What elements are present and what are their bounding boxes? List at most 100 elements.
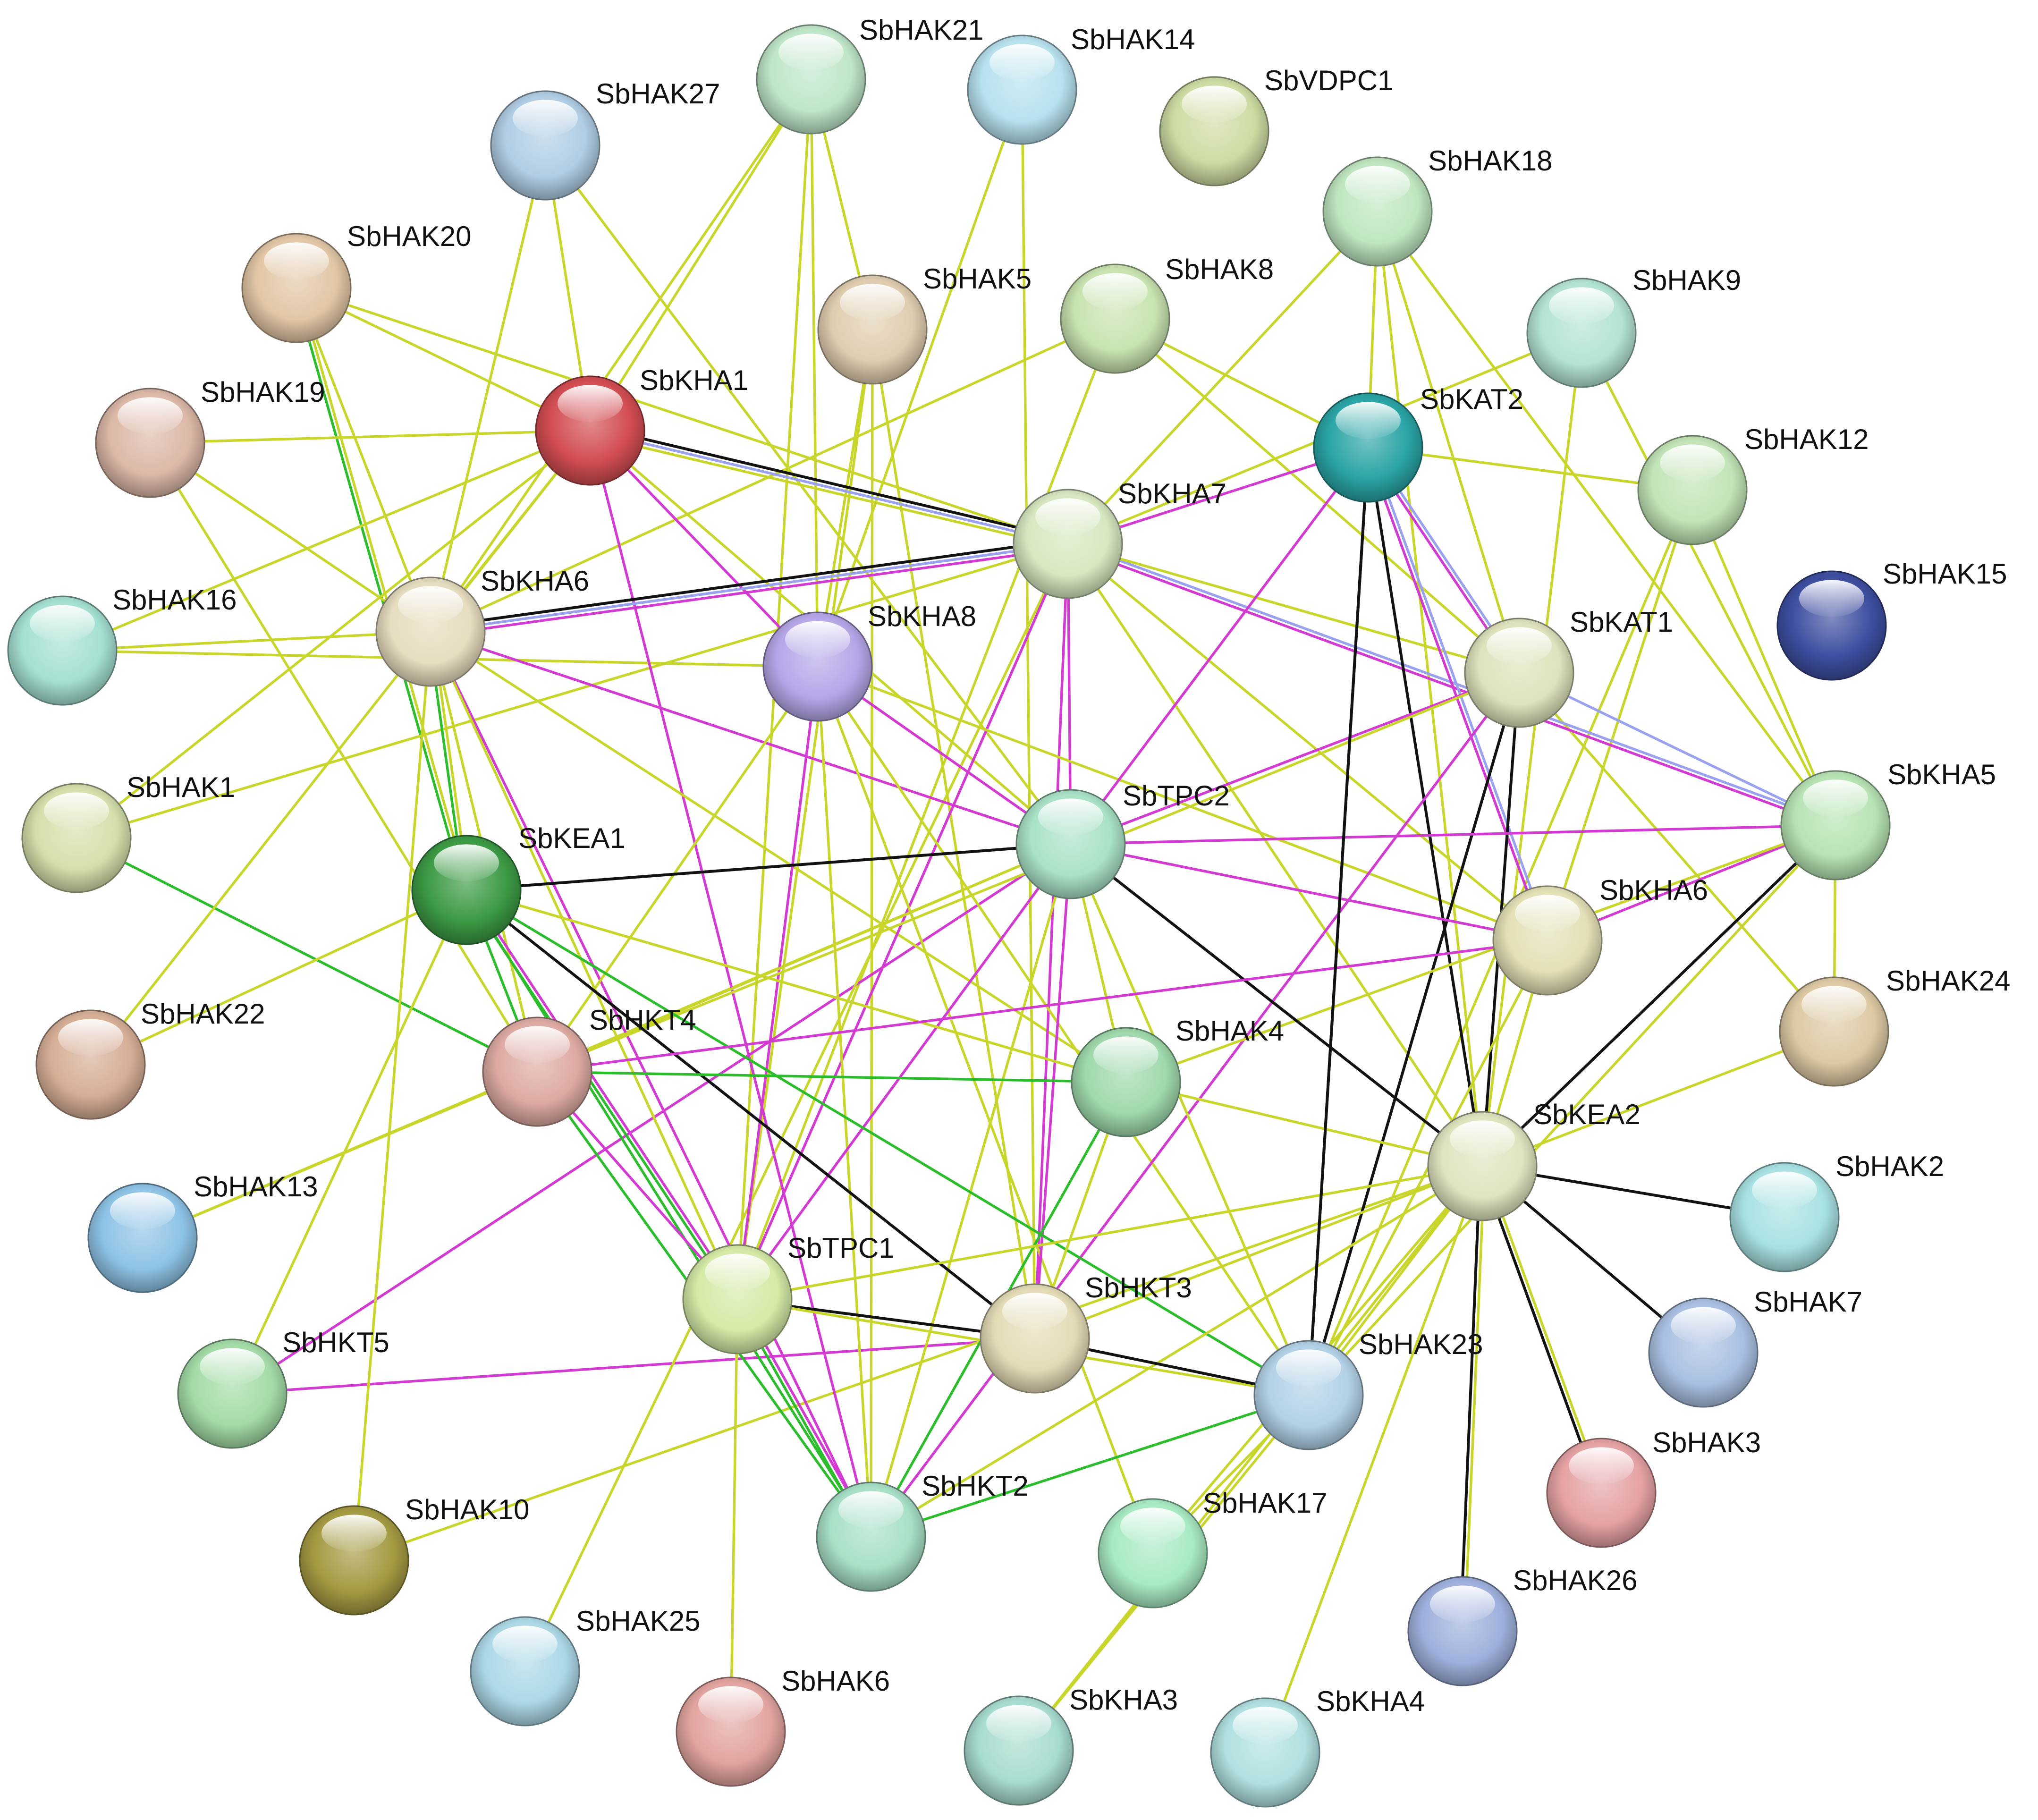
node-SbKHA7[interactable]: SbKHA7 bbox=[1013, 478, 1226, 599]
node-label: SbHKT5 bbox=[282, 1327, 389, 1358]
node-SbHKT3[interactable]: SbHKT3 bbox=[980, 1272, 1192, 1394]
edge-SbKAT1-SbHKT2-experiments bbox=[870, 672, 1521, 1538]
node-highlight bbox=[1233, 1707, 1298, 1744]
edge-SbTPC2-SbHKT3-experiments bbox=[1033, 844, 1072, 1339]
node-SbHAK15[interactable]: SbHAK15 bbox=[1776, 558, 2007, 681]
node-label: SbKHA1 bbox=[640, 364, 748, 396]
edge-SbKHA4-SbKEA2-textmining bbox=[1264, 1166, 1484, 1753]
node-SbHAK10[interactable]: SbHAK10 bbox=[299, 1494, 530, 1616]
edge-SbKHA6-SbHKT2-experiments bbox=[429, 631, 872, 1538]
node-SbHAK27[interactable]: SbHAK27 bbox=[490, 78, 720, 201]
node-SbTPC2[interactable]: SbTPC2 bbox=[1015, 780, 1230, 899]
edge-SbKEA2-SbHKT2-textmining bbox=[870, 1165, 1483, 1538]
node-SbHAK26[interactable]: SbHAK26 bbox=[1407, 1565, 1638, 1686]
node-highlight bbox=[778, 34, 844, 71]
node-SbHKT4[interactable]: SbHKT4 bbox=[482, 1004, 696, 1127]
node-SbHAK8[interactable]: SbHAK8 bbox=[1060, 254, 1274, 374]
node-SbKHA8[interactable]: SbKHA8 bbox=[762, 601, 976, 722]
edge-SbKHA6-SbTPC1-textmining bbox=[429, 631, 739, 1300]
edge-SbTPC2-SbHAK23-textmining bbox=[1069, 843, 1310, 1396]
node-SbHAK4[interactable]: SbHAK4 bbox=[1071, 1015, 1284, 1137]
node-SbKEA1[interactable]: SbKEA1 bbox=[411, 822, 626, 945]
node-SbHAK12[interactable]: SbHAK12 bbox=[1637, 423, 1869, 545]
edge-SbHAK3-SbKEA2-textmining bbox=[1483, 1165, 1605, 1493]
node-SbHAK23[interactable]: SbHAK23 bbox=[1253, 1329, 1483, 1450]
node-SbHAK21[interactable]: SbHAK21 bbox=[756, 14, 984, 135]
node-highlight bbox=[492, 1625, 558, 1663]
node-SbHAK7[interactable]: SbHAK7 bbox=[1648, 1286, 1862, 1408]
node-SbHAK19[interactable]: SbHAK19 bbox=[95, 376, 325, 498]
node-SbKHA6[interactable]: SbKHA6 bbox=[375, 565, 589, 687]
node-SbKHA5[interactable]: SbKHA5 bbox=[1780, 759, 1996, 880]
node-SbKHA1[interactable]: SbKHA1 bbox=[535, 364, 748, 486]
node-label: SbHAK18 bbox=[1428, 145, 1553, 177]
edge-SbHAK21-SbKHA1-textmining bbox=[589, 78, 812, 432]
edge-SbKAT2-SbKHA6b-experiments bbox=[1365, 448, 1547, 942]
node-SbHAK3[interactable]: SbHAK3 bbox=[1546, 1427, 1761, 1548]
edge-SbHAK19-SbHKT4-textmining bbox=[149, 442, 539, 1073]
edge-SbTPC2-SbHKT2-textmining bbox=[870, 844, 1072, 1537]
node-SbHKT2[interactable]: SbHKT2 bbox=[816, 1470, 1029, 1592]
node-SbVDPC1[interactable]: SbVDPC1 bbox=[1159, 65, 1393, 186]
node-SbHAK22[interactable]: SbHAK22 bbox=[35, 998, 265, 1120]
node-SbTPC1[interactable]: SbTPC1 bbox=[682, 1232, 895, 1354]
node-highlight bbox=[1120, 1507, 1185, 1545]
node-SbHAK2[interactable]: SbHAK2 bbox=[1729, 1151, 1944, 1272]
node-label: SbVDPC1 bbox=[1264, 65, 1393, 96]
edge-SbHAK18-SbKAT1-textmining bbox=[1376, 211, 1521, 673]
node-SbKAT2[interactable]: SbKAT2 bbox=[1313, 383, 1523, 503]
node-SbHAK5[interactable]: SbHAK5 bbox=[817, 263, 1032, 385]
node-label: SbHAK1 bbox=[127, 771, 235, 803]
node-SbKEA2[interactable]: SbKEA2 bbox=[1427, 1099, 1641, 1221]
edge-SbHAK9-SbKHA5-textmining bbox=[1580, 332, 1837, 826]
edge-SbHAK4-SbKEA2-textmining bbox=[1125, 1081, 1483, 1168]
node-SbHAK16[interactable]: SbHAK16 bbox=[7, 584, 237, 706]
node-SbHAK25[interactable]: SbHAK25 bbox=[470, 1605, 701, 1727]
node-highlight bbox=[1799, 580, 1864, 617]
edge-SbHAK1-SbHKT4-neighborhood bbox=[76, 837, 538, 1073]
node-label: SbKHA8 bbox=[868, 601, 976, 632]
node-label: SbHAK22 bbox=[141, 998, 265, 1030]
node-highlight bbox=[705, 1253, 770, 1291]
node-SbKHA3[interactable]: SbKHA3 bbox=[964, 1684, 1178, 1806]
node-label: SbHKT3 bbox=[1085, 1272, 1192, 1304]
node-highlight bbox=[989, 44, 1055, 81]
node-SbHAK17[interactable]: SbHAK17 bbox=[1098, 1487, 1328, 1608]
node-SbKHA6b[interactable]: SbKHA6 bbox=[1492, 874, 1708, 996]
edge-SbTPC2-SbKHA6b-experiments bbox=[1070, 843, 1548, 942]
node-label: SbKHA6 bbox=[1599, 874, 1708, 906]
edge-SbHAK6-SbTPC1-textmining bbox=[729, 1299, 739, 1732]
node-SbHAK13[interactable]: SbHAK13 bbox=[87, 1171, 318, 1293]
node-label: SbHAK3 bbox=[1652, 1427, 1761, 1458]
edge-SbHAK25-SbKHA7-textmining bbox=[524, 543, 1069, 1672]
node-highlight bbox=[785, 621, 850, 658]
node-SbHAK9[interactable]: SbHAK9 bbox=[1526, 264, 1741, 388]
node-highlight bbox=[1276, 1349, 1341, 1387]
node-label: SbHAK17 bbox=[1203, 1487, 1328, 1519]
node-SbHAK14[interactable]: SbHAK14 bbox=[967, 24, 1195, 145]
edge-SbHAK5-SbHKT2-textmining bbox=[870, 329, 874, 1537]
node-highlight bbox=[200, 1348, 265, 1385]
node-SbHAK18[interactable]: SbHAK18 bbox=[1322, 145, 1553, 267]
node-SbHAK20[interactable]: SbHAK20 bbox=[241, 220, 472, 343]
edge-SbKHA7-SbKHA5-experiments bbox=[1066, 544, 1835, 829]
node-SbHAK24[interactable]: SbHAK24 bbox=[1779, 965, 2011, 1087]
node-label: SbKHA3 bbox=[1069, 1684, 1178, 1716]
node-highlight bbox=[1515, 895, 1580, 932]
node-label: SbKAT1 bbox=[1570, 606, 1673, 638]
node-label: SbTPC2 bbox=[1123, 780, 1230, 812]
node-label: SbHAK23 bbox=[1359, 1329, 1483, 1360]
node-SbKAT1[interactable]: SbKAT1 bbox=[1464, 606, 1673, 728]
node-highlight bbox=[1182, 85, 1247, 123]
node-SbHAK1[interactable]: SbHAK1 bbox=[21, 771, 235, 893]
node-highlight bbox=[840, 284, 905, 321]
node-label: SbHAK5 bbox=[923, 263, 1032, 295]
node-SbKHA4[interactable]: SbKHA4 bbox=[1210, 1685, 1425, 1808]
edge-SbKEA1-SbTPC1-experiments bbox=[467, 888, 741, 1299]
node-SbHAK6[interactable]: SbHAK6 bbox=[676, 1665, 890, 1787]
edge-SbHAK21-SbKHA6-textmining bbox=[429, 78, 812, 633]
edge-SbKAT2-SbKEA2-coexpression bbox=[1367, 447, 1484, 1167]
edge-SbKHA5-SbKEA2-coexpression bbox=[1481, 824, 1837, 1168]
edge-SbHAK18-SbKEA2-textmining bbox=[1376, 211, 1484, 1167]
node-SbHKT5[interactable]: SbHKT5 bbox=[177, 1327, 389, 1449]
